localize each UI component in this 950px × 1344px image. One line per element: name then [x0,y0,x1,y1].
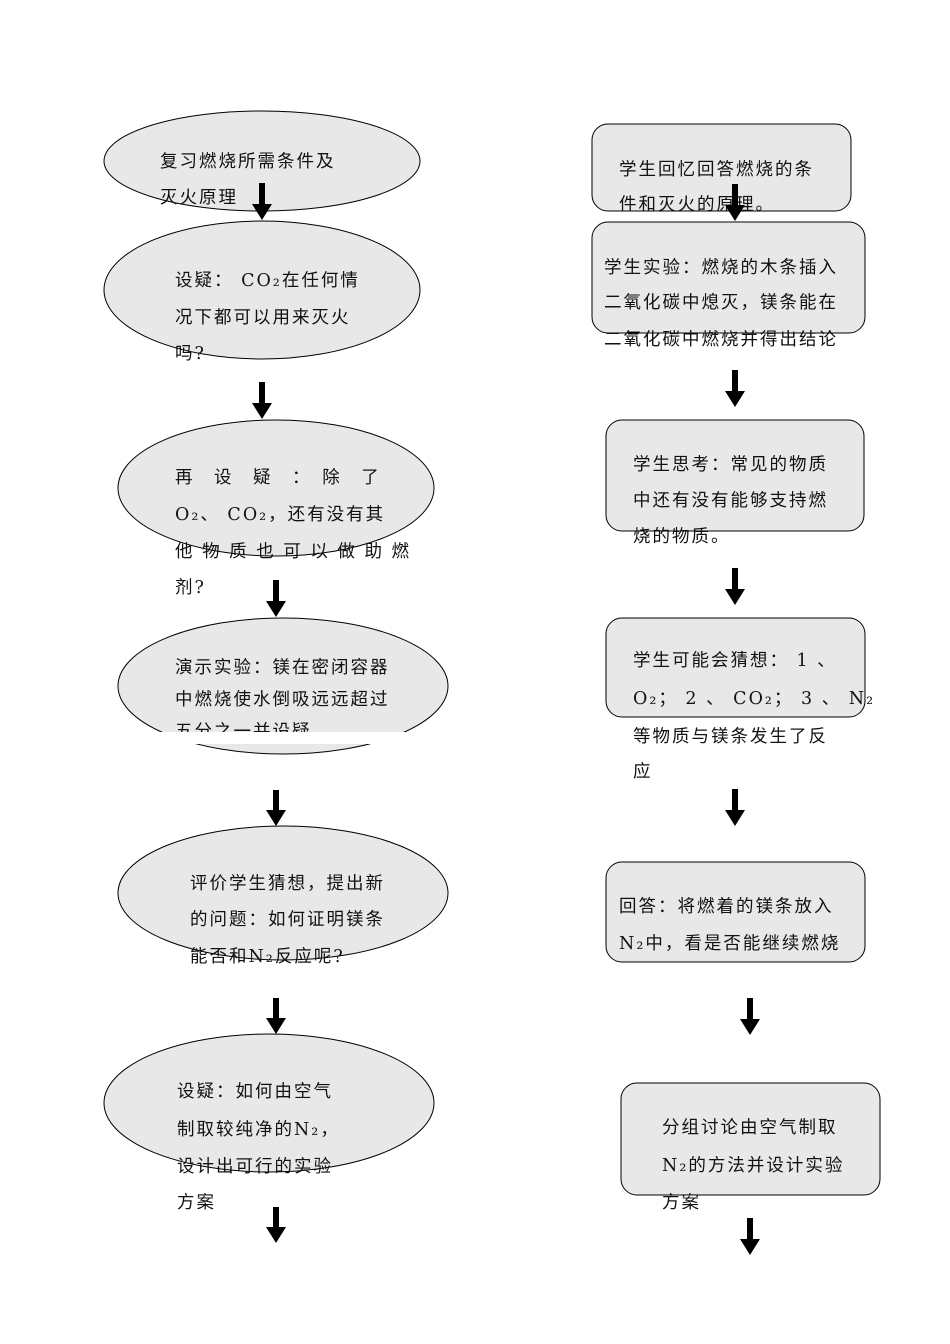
node-text-line: 烧的物质。 [633,527,731,547]
down-arrow-icon [725,184,745,221]
node-text-line: 再 设 疑 ： 除 了 [175,468,381,488]
down-arrow-icon [725,789,745,826]
node-text-line: 设疑： CO₂在任何情 [175,271,360,291]
node-text-line: 学生实验：燃烧的木条插入 [604,258,838,278]
left-node-2 [103,220,421,360]
down-arrow-icon [725,370,745,407]
node-text-line: 回答：将燃着的镁条放入 [619,897,834,917]
node-text-line: 他 物 质 也 可 以 做 助 燃 [175,542,412,562]
right-node-6 [620,1082,881,1196]
down-arrow-icon [266,1207,286,1243]
down-arrow-icon [266,998,286,1034]
node-text-line: 中燃烧使水倒吸远远超过 [175,690,390,710]
node-text-line: 设疑：如何由空气 [177,1082,333,1102]
node-text-line: 二氧化碳中燃烧并得出结论 [604,330,838,350]
down-arrow-icon [740,998,760,1035]
node-text-line: 方案 [662,1193,701,1213]
right-node-2 [591,221,866,334]
node-text-line: 设计出可行的实验 [177,1157,333,1177]
down-arrow-icon [266,790,286,826]
node-text-line: 演示实验：镁在密闭容器 [175,658,390,678]
left-node-6 [103,1033,435,1173]
down-arrow-icon [725,568,745,605]
left-node-5 [117,825,449,961]
node-text-line: 学生思考：常见的物质 [633,455,828,475]
node-text-line: 况下都可以用来灭火 [175,308,351,328]
right-node-4 [605,617,866,718]
down-arrow-icon [252,382,272,419]
left-node-4 [117,617,449,755]
right-node-1 [591,123,852,212]
node-text-line: 评价学生猜想，提出新 [190,874,385,894]
down-arrow-icon [740,1218,760,1255]
node-text-line: O₂； 2 、 CO₂； 3 、 N₂ [633,689,876,709]
node-text-line: 吗? [175,344,206,364]
node-text-line: 二氧化碳中熄灭，镁条能在 [604,293,838,313]
node-text-line: 等物质与镁条发生了反 [633,727,828,747]
left-node-3 [117,419,435,557]
node-text-line: 应 [633,762,653,782]
node-text-line: N₂中，看是否能继续燃烧 [619,934,841,954]
node-text-line: 剂? [175,578,206,598]
text-clip-mask [160,732,405,744]
right-node-3 [605,419,865,532]
node-text-line: 分组讨论由空气制取 [662,1118,838,1138]
down-arrow-icon [266,580,286,617]
node-text-line: 复习燃烧所需条件及 [160,152,336,172]
node-text-line: 中还有没有能够支持燃 [633,491,828,511]
node-text-line: 学生回忆回答燃烧的条 [619,160,814,180]
node-text-line: 方案 [177,1193,216,1213]
node-text-line: 灭火原理 [160,188,238,208]
node-text-line: 能否和N₂反应呢? [190,947,345,967]
node-text-line: 制取较纯净的N₂， [177,1120,340,1140]
node-text-line: 的问题：如何证明镁条 [190,910,385,930]
node-text-line: N₂的方法并设计实验 [662,1156,845,1176]
node-text-line: O₂、 CO₂，还有没有其 [175,505,386,525]
down-arrow-icon [252,183,272,220]
node-text-line: 学生可能会猜想： 1 、 [633,651,837,671]
right-node-5 [605,861,866,963]
